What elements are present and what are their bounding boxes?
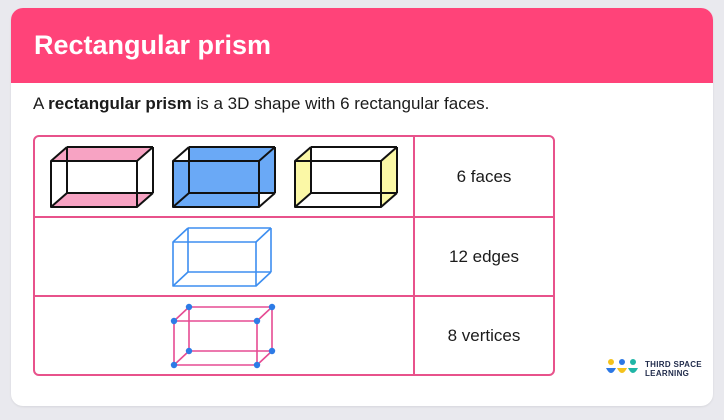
- table-row-edges: 12 edges: [35, 216, 553, 296]
- intro-suffix: is a 3D shape with 6 rectangular faces.: [191, 94, 490, 113]
- logo-icon: [606, 359, 638, 373]
- label-vertices: 8 vertices: [447, 325, 521, 345]
- card: Rectangular prism A rectangular prism is…: [11, 8, 713, 406]
- table-row-vertices: 8 vertices: [35, 295, 553, 374]
- label-edges: 12 edges: [449, 247, 519, 266]
- third-space-learning-logo: THIRD SPACE LEARNING: [605, 358, 702, 380]
- intro-bold-term: rectangular prism: [48, 94, 192, 113]
- logo-wordmark: THIRD SPACE LEARNING: [645, 360, 702, 378]
- prism-yellow-faces: [294, 146, 398, 208]
- table-column-divider: [413, 137, 415, 374]
- prism-vertices: [170, 303, 276, 369]
- intro-text: A rectangular prism is a 3D shape with 6…: [33, 94, 489, 114]
- prism-blue-faces: [172, 146, 276, 208]
- prism-pink-faces: [50, 146, 154, 208]
- prism-blue-edges: [172, 227, 272, 287]
- intro-prefix: A: [33, 94, 49, 113]
- header: Rectangular prism: [11, 8, 713, 83]
- page-title: Rectangular prism: [34, 30, 272, 60]
- table-row-faces: 6 faces: [35, 137, 553, 217]
- logo-line-1: THIRD SPACE: [645, 360, 702, 369]
- properties-table: 6 faces 12 edges: [33, 135, 555, 376]
- label-faces: 6 faces: [456, 167, 512, 186]
- logo-line-2: LEARNING: [645, 369, 690, 378]
